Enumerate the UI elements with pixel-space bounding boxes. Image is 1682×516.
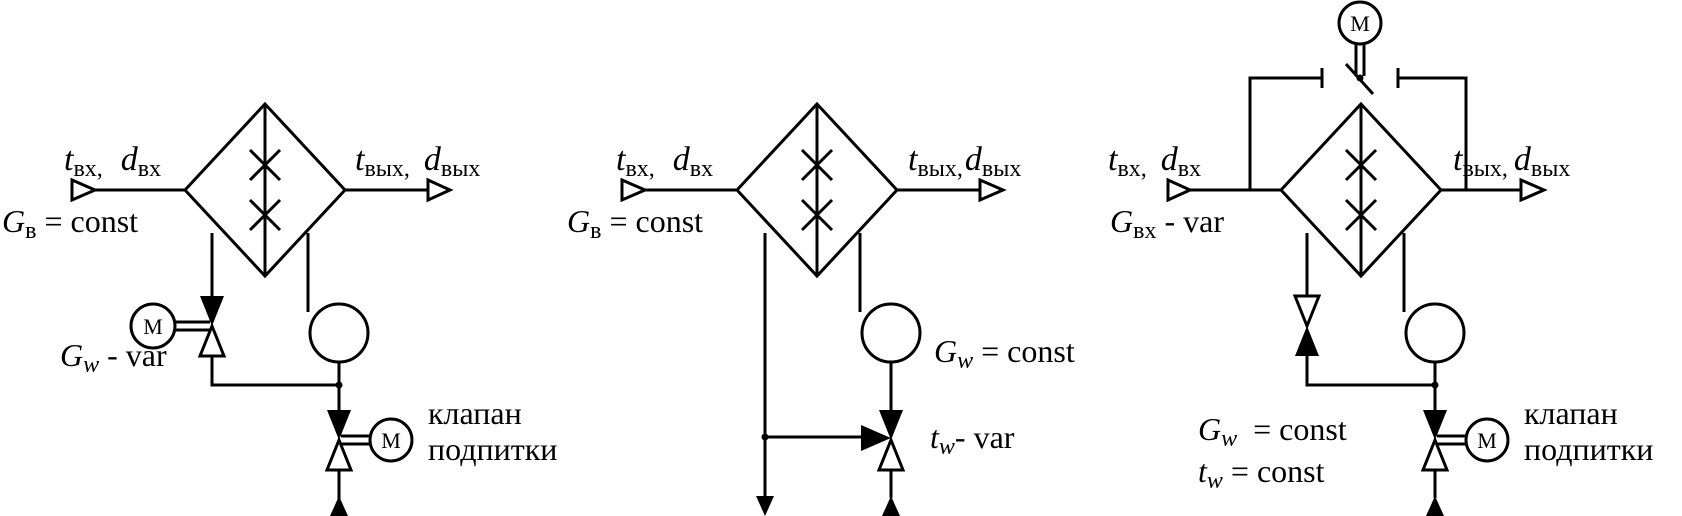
makeup-valve-label-1: клапан bbox=[428, 395, 522, 431]
makeup-inflow-arrow bbox=[1426, 496, 1444, 516]
airflow-label: Gв = const bbox=[2, 203, 138, 244]
drain-arrow bbox=[756, 496, 774, 516]
inlet-arrow bbox=[620, 177, 649, 203]
scheme-3: M M tвх,dвх tвых,dвых Gвх - var Gw = con… bbox=[1108, 0, 1653, 516]
exchanger-cross-2b bbox=[1344, 198, 1378, 232]
inlet-label: tвх,dвх bbox=[616, 141, 713, 182]
inlet-arrow bbox=[1166, 177, 1194, 203]
inlet-label: tвх,dвх bbox=[64, 141, 161, 182]
return-pipe bbox=[210, 356, 339, 387]
makeup-motor-icon bbox=[1464, 417, 1510, 463]
water-flow-label: Gw = const bbox=[1198, 411, 1347, 452]
water-flow-label: Gw = const bbox=[934, 333, 1075, 374]
exchanger-cross-2b bbox=[248, 198, 282, 232]
exchanger-cross-1b bbox=[800, 148, 834, 182]
scheme-1: M M tвх,dвх tвых,dвых Gв = const Gw - va… bbox=[2, 101, 557, 516]
mixing-valve-bottom bbox=[876, 435, 906, 472]
manual-valve-top bbox=[1292, 294, 1322, 331]
manual-valve-bottom bbox=[1295, 326, 1319, 356]
makeup-valve-label-2: подпитки bbox=[1524, 431, 1653, 467]
airflow-label: Gв = const bbox=[567, 203, 703, 244]
damper-motor-icon bbox=[1337, 0, 1383, 46]
makeup-valve-label-2: подпитки bbox=[428, 431, 557, 467]
control-valve-top bbox=[200, 296, 224, 326]
exchanger-cross-1b bbox=[248, 148, 282, 182]
return-pipe bbox=[1305, 356, 1435, 387]
makeup-valve-top bbox=[1423, 410, 1447, 440]
exchanger-cross-2b bbox=[800, 198, 834, 232]
pump bbox=[308, 302, 370, 364]
water-temp-label: tw- var bbox=[930, 419, 1015, 460]
motor-icon bbox=[129, 302, 177, 350]
damper-motor-label: M bbox=[1350, 11, 1370, 36]
outlet-label: tвых,dвых bbox=[355, 141, 480, 182]
scheme-2: tвх,dвх tвых,dвых Gв = const Gw = const … bbox=[567, 101, 1075, 516]
exchanger-cross-1b bbox=[1344, 148, 1378, 182]
pump bbox=[860, 302, 922, 364]
junction-dot bbox=[761, 433, 769, 441]
makeup-motor-label: M bbox=[381, 428, 401, 453]
inlet-arrow bbox=[70, 177, 99, 203]
makeup-inflow-arrow bbox=[330, 496, 348, 516]
makeup-valve-label-1: клапан bbox=[1524, 395, 1618, 431]
outlet-label: tвых,dвых bbox=[1453, 141, 1570, 182]
outlet-arrow bbox=[426, 177, 454, 203]
mixing-valve-top bbox=[879, 410, 903, 440]
outlet-label: tвых,dвых bbox=[908, 141, 1021, 182]
makeup-valve-bottom bbox=[324, 435, 354, 472]
makeup-motor-icon bbox=[368, 417, 414, 463]
outlet-arrow bbox=[1519, 177, 1548, 203]
airflow-label: Gвх - var bbox=[1110, 203, 1224, 244]
control-valve-bottom bbox=[197, 321, 227, 358]
makeup-motor-label: M bbox=[1477, 428, 1497, 453]
bypass-duct-left bbox=[1248, 76, 1322, 190]
supply-inflow-arrow bbox=[882, 496, 900, 516]
motor-label: M bbox=[143, 314, 163, 339]
water-flow-label: Gw - var bbox=[60, 337, 167, 378]
water-temp-label: tw = const bbox=[1198, 453, 1325, 494]
bypass-duct-right bbox=[1398, 76, 1468, 190]
makeup-valve-top bbox=[327, 410, 351, 440]
outlet-arrow bbox=[978, 177, 1007, 203]
inlet-label: tвх,dвх bbox=[1108, 141, 1201, 182]
damper-pivot bbox=[1356, 74, 1364, 82]
mixing-valve-side bbox=[861, 425, 891, 451]
pump bbox=[1404, 302, 1466, 364]
